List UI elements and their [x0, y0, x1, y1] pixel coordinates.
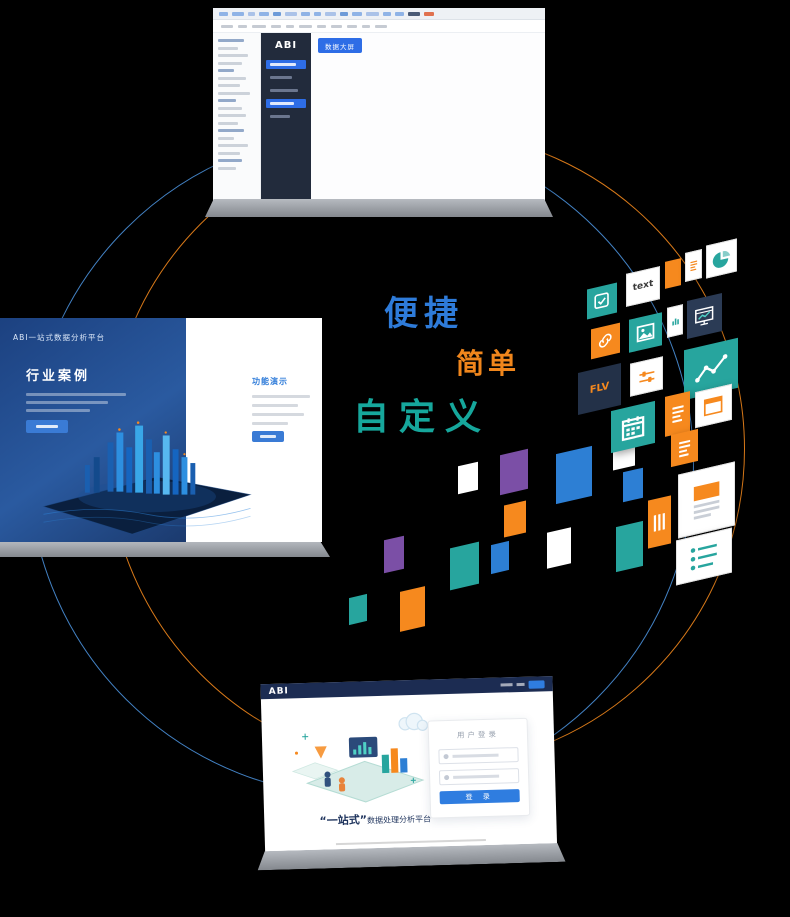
slider-icon [630, 356, 663, 397]
screen-base [0, 541, 330, 557]
floating-tile [504, 500, 526, 538]
login-form: 用户登录 登 录 [427, 717, 531, 819]
link-icon [591, 322, 620, 360]
dashboard-icon [687, 292, 722, 340]
admin-screenshot: ABI 数据大屏 [205, 8, 553, 217]
sidebar-item[interactable] [266, 112, 306, 121]
floating-tile [616, 520, 643, 573]
admin-content-area: 数据大屏 [311, 33, 545, 202]
login-screenshot: ABI [260, 676, 565, 870]
sidebar-item[interactable] [266, 73, 306, 82]
floating-tile [450, 541, 479, 591]
hero-text-lines [26, 393, 186, 412]
login-form-title: 用户登录 [456, 729, 500, 740]
image-icon [629, 312, 662, 353]
paragraph-icon [671, 428, 698, 468]
pie-chart-icon [706, 238, 737, 279]
headline-simple: 简单 [456, 347, 521, 380]
caption-rest: 数据处理分析平台 [366, 814, 432, 826]
admin-toolbar[interactable] [213, 20, 545, 33]
caption-lead: “一站式” [319, 813, 368, 828]
list-small-icon [685, 249, 702, 282]
lock-icon [444, 774, 450, 781]
admin-sidebar-nav: ABI [261, 33, 311, 202]
article-icon [678, 461, 735, 539]
floating-tile [556, 445, 592, 505]
floating-tile [547, 527, 571, 569]
window-icon [695, 383, 732, 429]
hero-cta-button[interactable] [26, 420, 68, 433]
website-screenshot: 功能演示 ABI一站式数据分析平台 行业案例 [0, 318, 330, 557]
sidebar-item[interactable] [266, 86, 306, 95]
platform-illustration [291, 712, 434, 803]
demo-button[interactable] [252, 431, 284, 442]
floating-tile [458, 461, 478, 495]
header-button[interactable] [528, 679, 545, 689]
mini-bars-icon [667, 304, 683, 338]
floating-tile [500, 448, 528, 496]
header-links[interactable] [500, 679, 545, 689]
login-caption: “一站式”数据处理分析平台 [300, 806, 450, 829]
website-section-title: 行业案例 [26, 369, 91, 384]
copyright-line [335, 838, 486, 846]
demo-text-lines [252, 395, 322, 425]
city-visualization [42, 421, 252, 535]
feed-icon [676, 527, 732, 586]
username-input[interactable] [438, 747, 519, 765]
checkbox-icon [587, 282, 617, 320]
user-icon [443, 754, 449, 760]
headline-convenient: 便捷 [384, 294, 464, 334]
admin-resource-tree[interactable] [213, 33, 261, 202]
demo-heading: 功能演示 [252, 377, 288, 386]
floating-tile [491, 540, 509, 575]
website-hero: ABI一站式数据分析平台 行业案例 [0, 318, 252, 542]
calendar-icon [611, 400, 655, 454]
sidebar-item[interactable] [266, 99, 306, 108]
line-chart-icon [684, 337, 738, 401]
login-button[interactable]: 登 录 [439, 789, 520, 805]
password-input[interactable] [438, 768, 520, 786]
sidebar-item[interactable] [266, 60, 306, 69]
screen-base [205, 199, 553, 217]
floating-tile [400, 586, 425, 632]
orange-block-icon [665, 258, 681, 289]
admin-tab-dashboard[interactable]: 数据大屏 [318, 38, 362, 53]
floating-tile [349, 593, 367, 626]
text-list-icon [665, 391, 690, 437]
columns-icon [648, 495, 671, 549]
floating-tile [623, 467, 643, 503]
login-logo: ABI [268, 685, 289, 697]
admin-logo: ABI [274, 40, 298, 51]
headline-custom: 自定义 [353, 397, 492, 438]
website-brand: ABI一站式数据分析平台 [13, 333, 105, 342]
admin-menubar[interactable] [213, 8, 545, 20]
floating-tile [384, 535, 404, 574]
